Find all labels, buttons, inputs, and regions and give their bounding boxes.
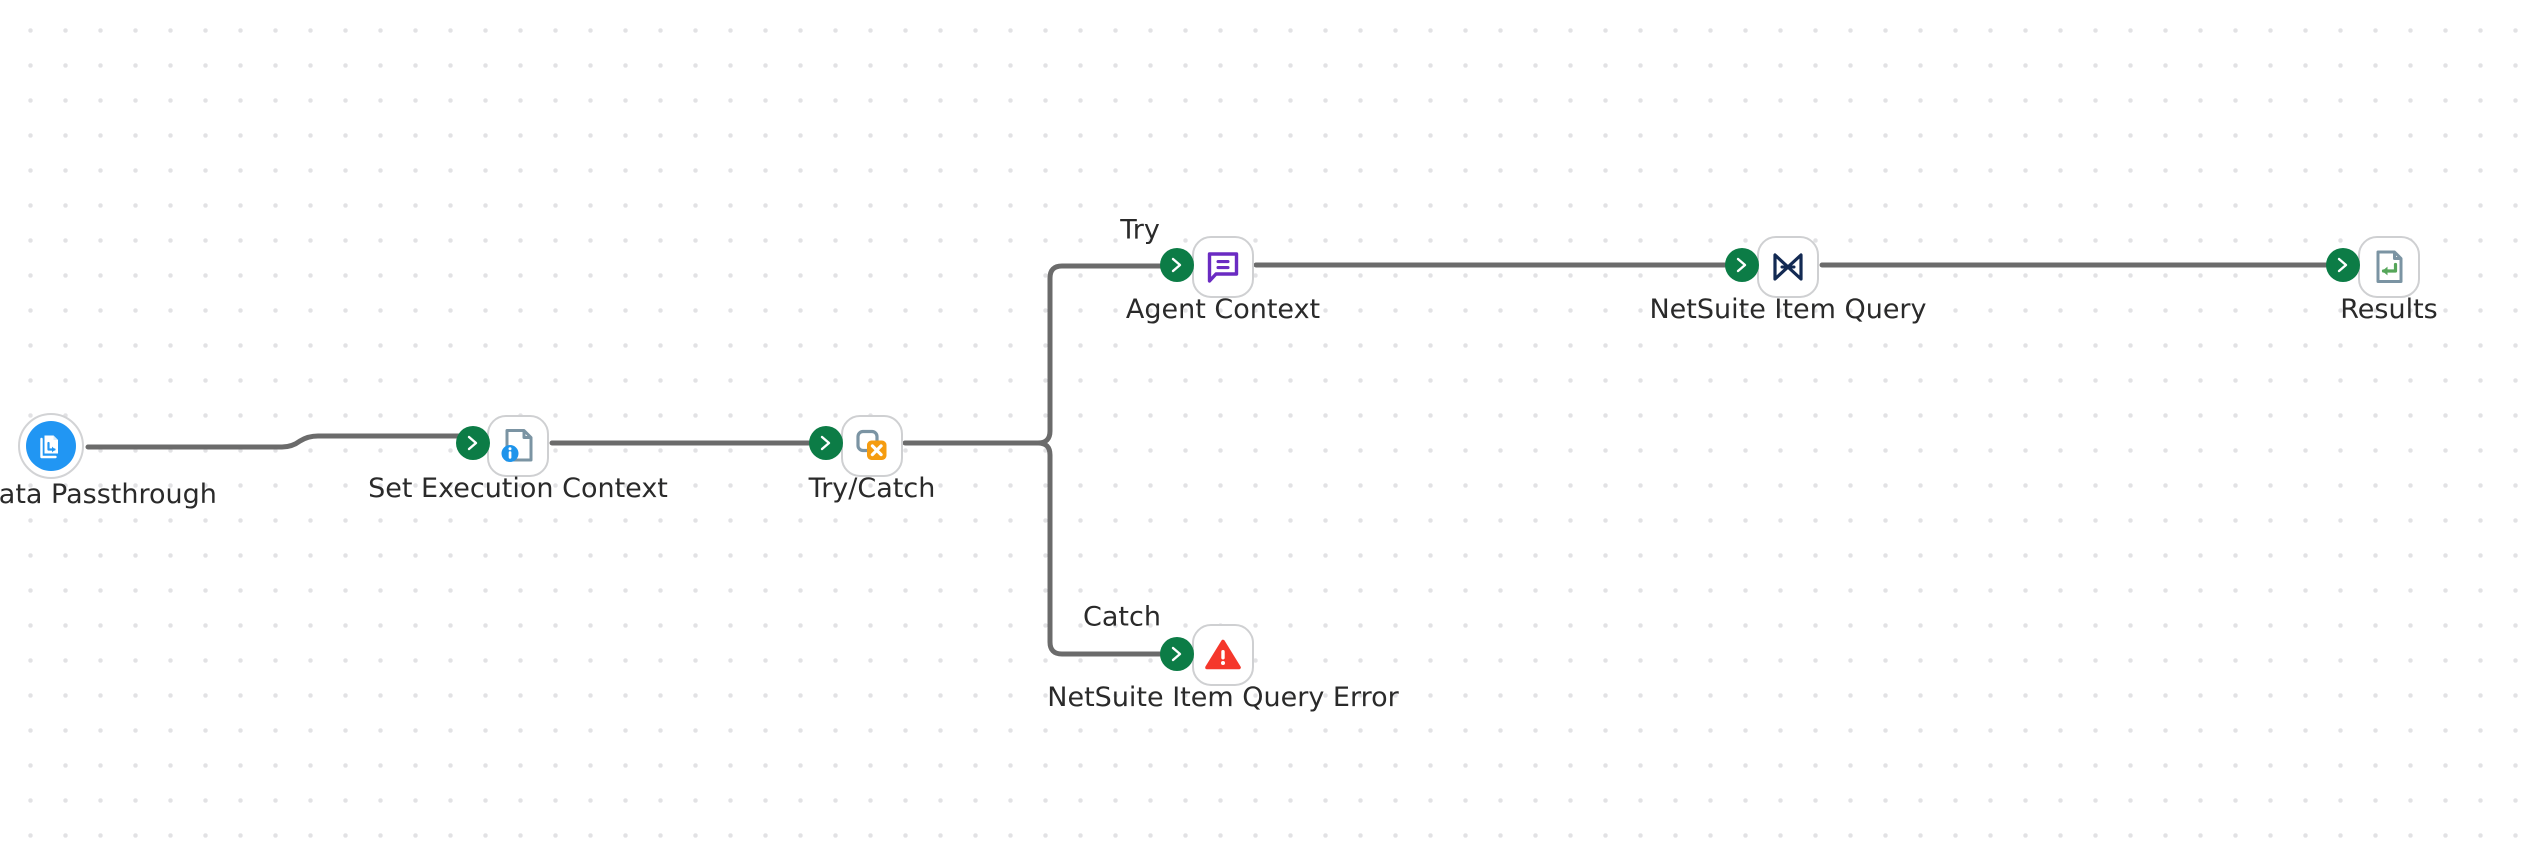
chevron-right-icon <box>2337 257 2348 273</box>
chevron-right-icon <box>1171 257 1182 273</box>
node-label-try-catch: Try/Catch <box>808 473 936 504</box>
plug-try-catch[interactable] <box>809 426 843 460</box>
node-netsuite-item-query-shell[interactable] <box>1757 236 1819 298</box>
node-try-catch-shell[interactable] <box>841 415 903 477</box>
node-set-execution-context-shell[interactable] <box>487 415 549 477</box>
node-agent-context-shell[interactable] <box>1192 236 1254 298</box>
chat-bubble-icon <box>1207 252 1239 283</box>
chevron-right-icon <box>467 435 478 451</box>
node-set-execution-context[interactable]: Set Execution Context <box>368 409 668 502</box>
node-label-results: Results <box>2340 294 2438 325</box>
chevron-right-icon <box>1736 257 1747 273</box>
node-results[interactable]: Results <box>2340 230 2438 323</box>
plug-netsuite-item-query[interactable] <box>1725 248 1759 282</box>
node-results-shell[interactable] <box>2358 236 2420 298</box>
node-start[interactable]: Start - Data Passthrough <box>0 409 217 508</box>
node-try-catch[interactable]: Try/Catch <box>809 409 935 502</box>
node-netsuite-item-query[interactable]: NetSuite Item Query <box>1649 230 1927 323</box>
chevron-right-icon <box>820 435 831 451</box>
document-return-icon <box>2376 250 2403 283</box>
node-netsuite-item-query-error[interactable]: NetSuite Item Query Error <box>1047 618 1399 711</box>
edge-branch-try <box>1035 263 1179 446</box>
plug-results[interactable] <box>2326 248 2360 282</box>
plug-set-execution-context[interactable] <box>456 426 490 460</box>
node-label-set-execution-context: Set Execution Context <box>368 473 668 504</box>
node-label-netsuite-item-query-error: NetSuite Item Query Error <box>1047 682 1399 713</box>
document-info-icon <box>501 429 533 462</box>
try-catch-icon <box>856 429 887 460</box>
node-netsuite-item-query-error-shell[interactable] <box>1192 624 1254 686</box>
branch-label-catch: Catch <box>1083 601 1161 633</box>
plug-agent-context[interactable] <box>1160 248 1194 282</box>
node-label-agent-context: Agent Context <box>1125 294 1321 325</box>
warning-triangle-icon <box>1205 639 1241 670</box>
node-label-start: Start - Data Passthrough <box>0 479 217 510</box>
document-copy-icon <box>40 435 58 459</box>
node-label-netsuite-item-query: NetSuite Item Query <box>1649 294 1927 325</box>
chevron-right-icon <box>1171 646 1182 662</box>
node-start-shell[interactable] <box>18 413 84 479</box>
node-agent-context[interactable]: Agent Context <box>1126 230 1320 323</box>
start-badge <box>26 421 76 471</box>
plug-netsuite-item-query-error[interactable] <box>1160 637 1194 671</box>
netsuite-bowtie-icon <box>1773 253 1803 281</box>
edge-start-to-set-execution-context <box>85 433 473 450</box>
branch-label-try: Try <box>1120 214 1160 246</box>
